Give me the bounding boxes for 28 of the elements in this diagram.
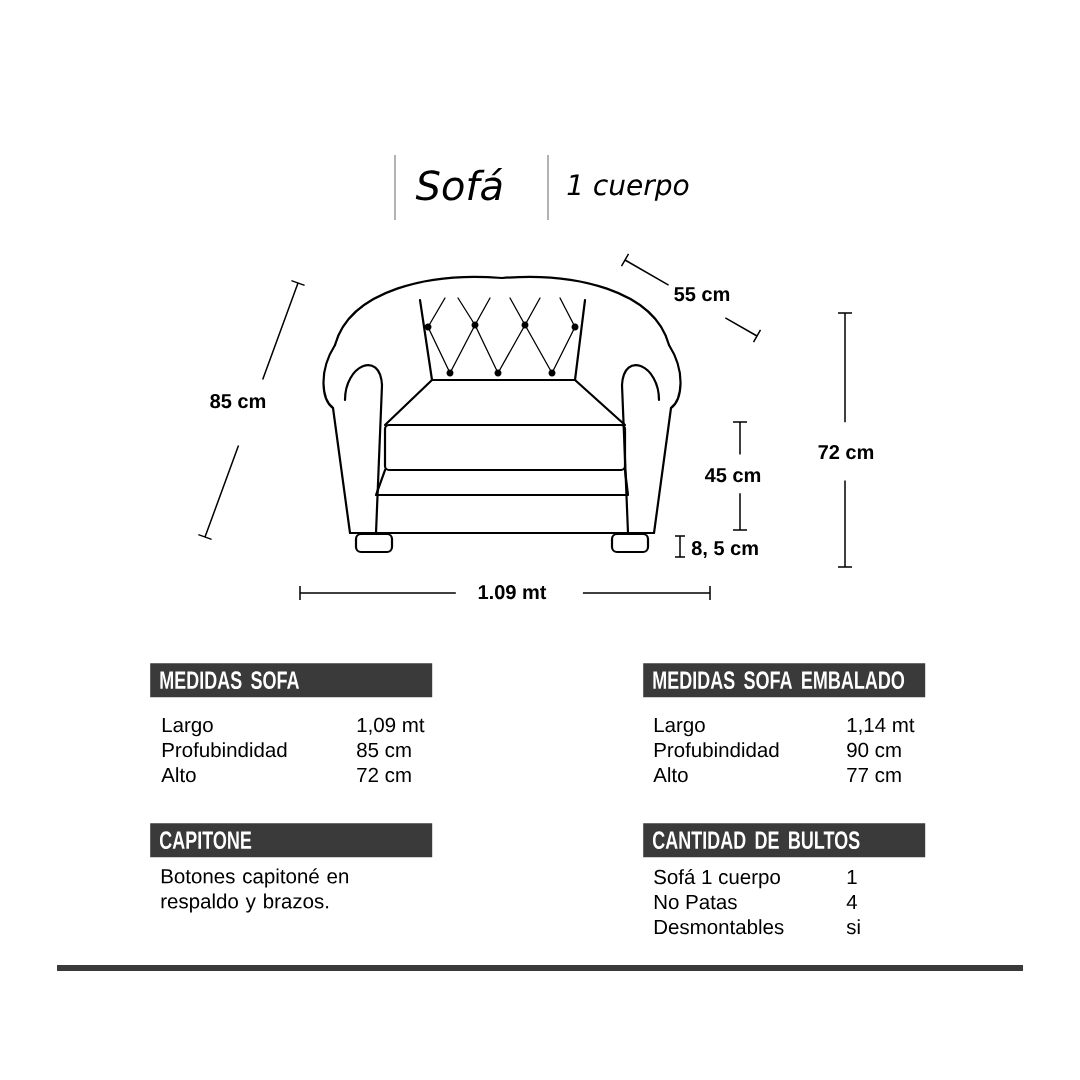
dimension-label: 72 cm <box>818 445 874 460</box>
dimension-label: 45 cm <box>704 468 761 483</box>
table-cell: Alto <box>161 767 196 783</box>
header-band: MEDIDAS SOFA EMBALADO <box>643 663 926 698</box>
table-cell: Largo <box>162 717 213 737</box>
table-cell: 77 cm <box>847 767 901 783</box>
table-cell: Desmontables <box>654 919 784 935</box>
table-cell: 72 cm <box>357 767 411 783</box>
dimension-label: 85 cm <box>210 394 266 409</box>
table-cell: 85 cm <box>357 742 411 758</box>
dimension-label: 55 cm <box>674 287 730 302</box>
header-band: CAPITONE <box>150 823 433 858</box>
table-cell: Profubindidad <box>654 742 779 758</box>
dimension-label: 8, 5 cm <box>691 541 758 559</box>
header-band: MEDIDAS SOFA <box>150 663 433 698</box>
table-cell: Profubindidad <box>162 742 287 758</box>
table-cell: 1,14 mt <box>847 717 915 735</box>
table-cell: 4 <box>846 894 857 909</box>
table-cell: 90 cm <box>847 742 901 758</box>
table-cell: si <box>846 919 860 935</box>
table-cell: Alto <box>653 767 688 783</box>
title-text: Sofá <box>415 168 503 201</box>
table-cell: No Patas <box>654 894 737 910</box>
table-cell: 1,09 mt <box>357 717 425 735</box>
table-cell: Largo <box>654 717 705 737</box>
subtitle-text: 1 cuerpo <box>567 174 689 201</box>
header-band: CANTIDAD DE BULTOS <box>643 823 926 858</box>
dimension-label: 1.09 mt <box>478 585 547 600</box>
